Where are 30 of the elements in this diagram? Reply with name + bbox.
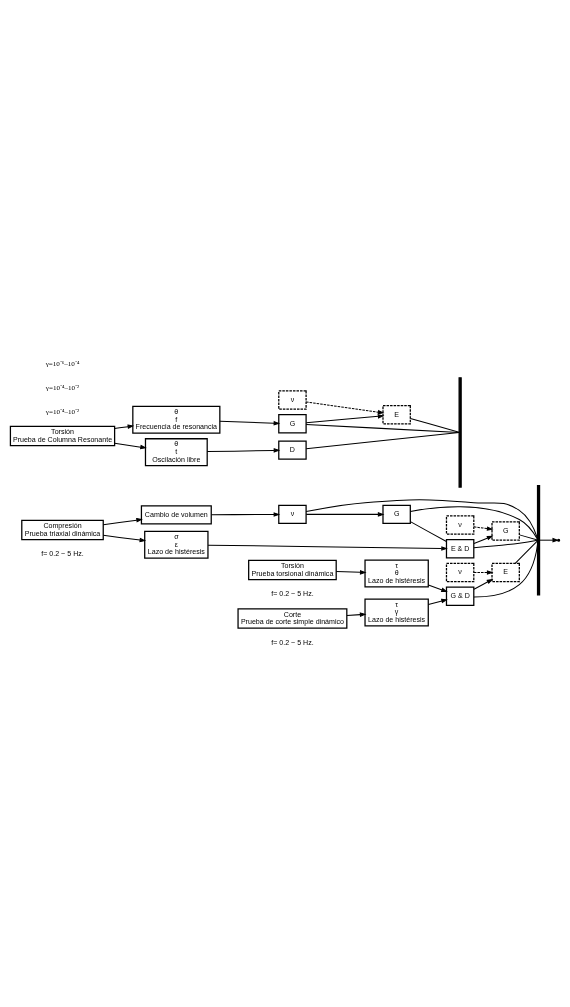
connector [305, 499, 539, 539]
connector [409, 506, 538, 540]
arrow [305, 401, 385, 415]
connector [519, 534, 538, 541]
connector [473, 544, 539, 598]
arrow [427, 584, 448, 593]
arrow [473, 535, 494, 544]
arrow [473, 570, 494, 575]
connector [409, 417, 460, 433]
arrow [346, 612, 367, 617]
arrow [427, 598, 448, 605]
arrow [473, 578, 494, 590]
arrow [210, 512, 281, 517]
connector [514, 540, 538, 564]
arrow [102, 517, 143, 526]
arrow [114, 442, 147, 450]
arrow [473, 526, 494, 531]
connector [473, 539, 538, 549]
arrow [305, 512, 385, 517]
arrow [335, 570, 367, 575]
node-bar [458, 377, 462, 488]
arrow [305, 414, 385, 424]
connector [305, 431, 460, 450]
arrow [114, 424, 135, 430]
node-bar [536, 484, 541, 596]
arrow [206, 448, 281, 453]
connector [409, 521, 447, 542]
arrow [219, 420, 281, 426]
arrow [102, 534, 147, 543]
arrow [207, 544, 448, 551]
